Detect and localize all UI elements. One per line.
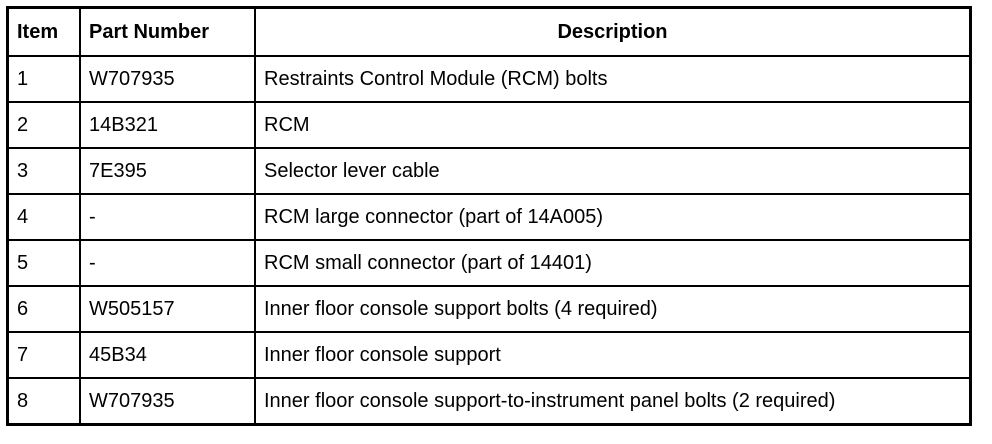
- table-row: 7 45B34 Inner floor console support: [6, 331, 972, 379]
- header-row: Item Part Number Description: [6, 6, 972, 57]
- cell-part-number: W505157: [79, 285, 256, 333]
- table-header: Item Part Number Description: [6, 6, 972, 57]
- header-item: Item: [6, 6, 81, 57]
- table-row: 5 - RCM small connector (part of 14401): [6, 239, 972, 287]
- table-row: 8 W707935 Inner floor console support-to…: [6, 377, 972, 426]
- cell-item: 1: [6, 55, 81, 103]
- table-row: 4 - RCM large connector (part of 14A005): [6, 193, 972, 241]
- cell-part-number: W707935: [79, 377, 256, 426]
- cell-item: 7: [6, 331, 81, 379]
- table-row: 3 7E395 Selector lever cable: [6, 147, 972, 195]
- table-row: 1 W707935 Restraints Control Module (RCM…: [6, 55, 972, 103]
- cell-description: RCM: [254, 101, 972, 149]
- cell-item: 6: [6, 285, 81, 333]
- table-body: 1 W707935 Restraints Control Module (RCM…: [6, 55, 972, 426]
- cell-description: Inner floor console support-to-instrumen…: [254, 377, 972, 426]
- cell-part-number: 45B34: [79, 331, 256, 379]
- cell-description: Selector lever cable: [254, 147, 972, 195]
- cell-description: Inner floor console support: [254, 331, 972, 379]
- cell-item: 5: [6, 239, 81, 287]
- cell-item: 3: [6, 147, 81, 195]
- header-part-number: Part Number: [79, 6, 256, 57]
- cell-part-number: -: [79, 193, 256, 241]
- cell-description: RCM small connector (part of 14401): [254, 239, 972, 287]
- cell-item: 2: [6, 101, 81, 149]
- table-row: 2 14B321 RCM: [6, 101, 972, 149]
- cell-part-number: 7E395: [79, 147, 256, 195]
- cell-description: Restraints Control Module (RCM) bolts: [254, 55, 972, 103]
- cell-part-number: 14B321: [79, 101, 256, 149]
- cell-item: 8: [6, 377, 81, 426]
- cell-item: 4: [6, 193, 81, 241]
- parts-table: Item Part Number Description 1 W707935 R…: [6, 6, 972, 426]
- cell-part-number: W707935: [79, 55, 256, 103]
- table-row: 6 W505157 Inner floor console support bo…: [6, 285, 972, 333]
- cell-part-number: -: [79, 239, 256, 287]
- header-description: Description: [254, 6, 972, 57]
- cell-description: RCM large connector (part of 14A005): [254, 193, 972, 241]
- cell-description: Inner floor console support bolts (4 req…: [254, 285, 972, 333]
